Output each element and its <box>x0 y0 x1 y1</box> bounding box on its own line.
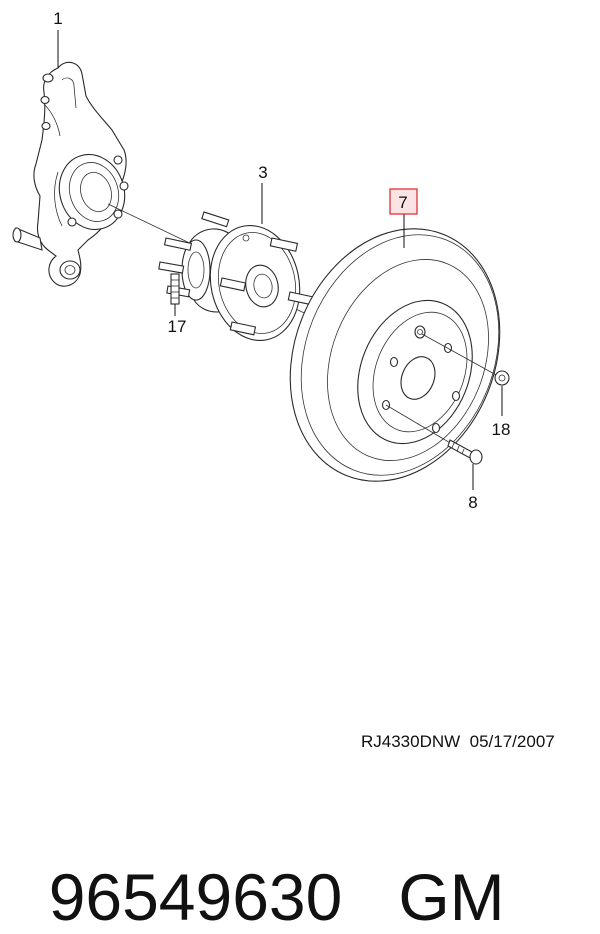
brake-disc-part-7 <box>289 228 501 482</box>
part-brand: GM <box>398 860 505 934</box>
callout-7-highlight-box <box>389 188 418 215</box>
stud-part-17 <box>170 273 180 305</box>
callout-1[interactable]: 1 <box>53 9 62 28</box>
hub-assembly-part-3 <box>158 211 315 342</box>
drawing-reference-code: RJ4330DNW 05/17/2007 <box>361 732 555 751</box>
bolt-part-8 <box>385 404 483 465</box>
callout-3[interactable]: 3 <box>258 163 267 182</box>
callout-18[interactable]: 18 <box>492 420 511 439</box>
callout-7[interactable]: 7 <box>398 193 407 212</box>
screw-part-18 <box>421 333 510 386</box>
callout-8[interactable]: 8 <box>468 493 477 512</box>
part-number: 96549630 <box>48 860 343 934</box>
knuckle-part-1 <box>12 61 129 287</box>
callout-17[interactable]: 17 <box>168 317 187 336</box>
exploded-parts-diagram: 1 3 7 17 18 8 <box>12 9 511 512</box>
